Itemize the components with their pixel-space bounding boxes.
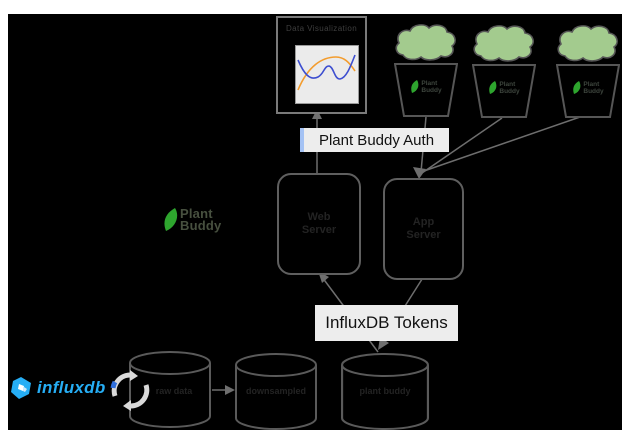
device-logo-line2: Buddy xyxy=(421,87,442,94)
foliage-cloud-icon xyxy=(395,24,456,61)
device-logo-line1: Plant xyxy=(583,81,600,88)
influxdb-logo-text: influxdb xyxy=(37,378,106,397)
web-server-label-line2: Server xyxy=(301,224,337,236)
db-label-raw: raw data xyxy=(155,386,193,396)
leaf-icon xyxy=(411,80,419,93)
visualization-panel: Data Visualization xyxy=(276,16,367,114)
influxdb-logo: influxdb xyxy=(10,377,106,399)
plant-buddy-device: Plant Buddy xyxy=(394,63,458,117)
arrowhead-visualization xyxy=(312,109,322,119)
device-logo-line2: Buddy xyxy=(583,88,604,95)
device-logo: Plant Buddy xyxy=(472,81,536,95)
app-server-label-line2: Server xyxy=(406,229,441,241)
arrowhead-server-right xyxy=(413,167,426,179)
tokens-label: InfluxDB Tokens xyxy=(315,305,458,341)
pot-icon xyxy=(556,64,620,118)
device-logo: Plant Buddy xyxy=(556,81,620,95)
plant-buddy-device: Plant Buddy xyxy=(472,64,536,118)
plant-buddy-device: Plant Buddy xyxy=(556,64,620,118)
influxdb-cube-icon xyxy=(11,377,31,399)
device-logo-line1: Plant xyxy=(421,80,438,87)
device-logo-line2: Buddy xyxy=(499,88,520,95)
database-cylinder-downsampled xyxy=(235,353,317,430)
leaf-icon xyxy=(164,208,178,231)
leaf-icon xyxy=(573,81,581,94)
pot-icon xyxy=(472,64,536,118)
app-server-label-line1: App xyxy=(412,216,435,228)
visualization-title: Data Visualization xyxy=(285,24,358,33)
database-cylinder-raw xyxy=(129,351,211,428)
web-server-label-line1: Web xyxy=(307,211,331,223)
line-chart xyxy=(295,45,359,104)
diagram-canvas: Data Visualization Plant xyxy=(8,14,622,430)
arrowhead-db2 xyxy=(225,385,235,395)
task-sync-icon xyxy=(110,370,150,411)
device-logo-line1: Plant xyxy=(499,81,516,88)
database-cylinder-plantbuddy xyxy=(341,353,429,430)
chart-lines-icon xyxy=(297,54,356,91)
auth-label: Plant Buddy Auth xyxy=(300,128,449,152)
foliage-cloud-icon xyxy=(557,25,618,62)
db-label-downsampled: downsampled xyxy=(245,386,306,396)
foliage-cloud-icon xyxy=(473,25,534,62)
plant-buddy-logo-line2: Buddy xyxy=(180,218,222,233)
app-server-box: App Server xyxy=(383,178,464,280)
pot-icon xyxy=(394,63,458,117)
line-pot3-to-server xyxy=(423,116,581,172)
device-logo: Plant Buddy xyxy=(394,80,458,94)
db-label-plantbuddy: plant buddy xyxy=(359,386,411,396)
leaf-icon xyxy=(489,81,497,94)
line-pot2-to-server xyxy=(421,117,503,174)
web-server-box: Web Server xyxy=(277,173,361,275)
plant-buddy-logo-line1: Plant xyxy=(180,206,213,221)
plant-buddy-logo: Plant Buddy xyxy=(163,206,222,233)
